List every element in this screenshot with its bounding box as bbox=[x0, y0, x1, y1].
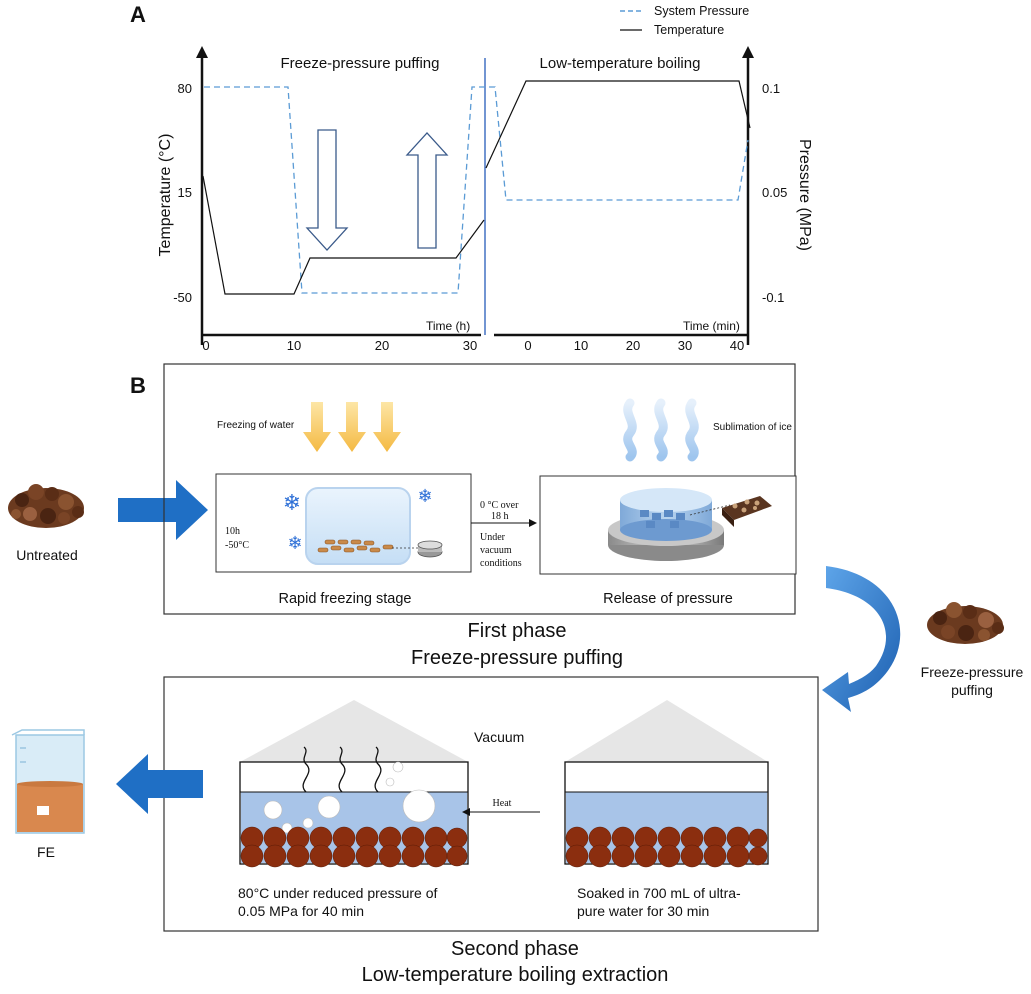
y-right-tick-0-1: 0.1 bbox=[762, 81, 780, 96]
right-caption-line2: pure water for 30 min bbox=[577, 903, 709, 919]
vacuum-hood-right bbox=[565, 700, 768, 762]
freezer-chamber bbox=[305, 487, 411, 565]
fe-label: FE bbox=[37, 844, 55, 860]
snowflake-icon: ❄ bbox=[283, 491, 301, 516]
transfer-conditions-label: conditions bbox=[480, 558, 522, 569]
vacuum-label: Vacuum bbox=[474, 729, 524, 745]
puffed-slab-icon bbox=[722, 496, 772, 527]
snowflake-icon: ❄ bbox=[287, 533, 302, 554]
y-left-title: Temperature (°C) bbox=[157, 134, 174, 257]
x-left-tick-20: 20 bbox=[375, 338, 389, 353]
sublimation-waves-icon bbox=[623, 398, 699, 462]
temperature-curve-left bbox=[202, 175, 485, 295]
freeze-time-label: 10h bbox=[225, 526, 240, 537]
left-y-axis-arrowhead bbox=[196, 46, 208, 58]
sublimation-of-ice-label: Sublimation of ice bbox=[713, 422, 792, 433]
transfer-vacuum-label: vacuum bbox=[480, 545, 512, 556]
grains-right-icon bbox=[565, 826, 768, 868]
right-y-axis-arrowhead bbox=[742, 46, 754, 58]
panel-a: A System Pressure Temperature Freeze-pre… bbox=[130, 2, 813, 353]
grains-left-icon bbox=[240, 826, 468, 868]
y-right-title: Pressure (MPa) bbox=[796, 139, 813, 251]
second-phase-title: Second phase bbox=[451, 938, 579, 960]
transfer-time-label: 18 h bbox=[491, 511, 509, 522]
x-left-tick-10: 10 bbox=[287, 338, 301, 353]
rapid-freezing-caption: Rapid freezing stage bbox=[279, 591, 412, 607]
y-left-tick-neg50: -50 bbox=[173, 290, 192, 305]
x-left-title: Time (h) bbox=[426, 319, 470, 333]
left-caption-line1: 80°C under reduced pressure of bbox=[238, 885, 437, 901]
output-arrow-icon bbox=[116, 754, 203, 814]
beaker-icon bbox=[11, 729, 85, 834]
left-caption-line2: 0.05 MPa for 40 min bbox=[238, 903, 364, 919]
phase-left-title: Freeze-pressure puffing bbox=[281, 55, 440, 72]
beans-on-tray-icon bbox=[317, 539, 394, 553]
dish-icon bbox=[417, 540, 443, 558]
input-arrow-icon bbox=[118, 480, 208, 540]
panel-b: B Untreated Freezing of water Subl bbox=[8, 363, 1024, 986]
x-right-tick-0: 0 bbox=[524, 338, 531, 353]
bubbles-icon bbox=[263, 761, 436, 834]
second-phase-subtitle: Low-temperature boiling extraction bbox=[362, 964, 669, 986]
pressure-up-arrow-icon bbox=[405, 132, 449, 249]
first-phase-subtitle: Freeze-pressure puffing bbox=[411, 647, 623, 669]
transfer-temp-label: 0 °C over bbox=[480, 500, 519, 511]
x-left-tick-0: 0 bbox=[202, 338, 209, 353]
snowflake-icon: ❄ bbox=[417, 486, 432, 507]
puffed-label-line1: Freeze-pressure bbox=[921, 664, 1024, 680]
untreated-material-icon bbox=[8, 484, 84, 528]
x-right-tick-20: 20 bbox=[626, 338, 640, 353]
freezing-arrows-icon bbox=[303, 402, 401, 452]
curved-transfer-arrow-icon bbox=[822, 566, 901, 712]
vacuum-hood-left bbox=[240, 700, 468, 762]
phase-right-title: Low-temperature boiling bbox=[540, 55, 701, 72]
freeze-temp-label: -50°C bbox=[225, 540, 249, 551]
panel-b-label: B bbox=[130, 373, 146, 398]
release-zoom-line bbox=[689, 504, 731, 516]
y-right-tick-neg0-1: -0.1 bbox=[762, 290, 784, 305]
x-right-tick-10: 10 bbox=[574, 338, 588, 353]
x-left-tick-30: 30 bbox=[463, 338, 477, 353]
legend-pressure-label: System Pressure bbox=[654, 4, 749, 18]
legend: System Pressure Temperature bbox=[620, 4, 749, 37]
release-pressure-caption: Release of pressure bbox=[603, 591, 733, 607]
freezing-of-water-label: Freezing of water bbox=[217, 420, 295, 431]
x-right-tick-30: 30 bbox=[678, 338, 692, 353]
steam-icon bbox=[302, 746, 382, 793]
heat-label: Heat bbox=[493, 798, 512, 809]
panel-a-label: A bbox=[130, 2, 146, 27]
y-left-tick-15: 15 bbox=[178, 185, 192, 200]
puffed-material-icon bbox=[927, 602, 1004, 644]
untreated-label: Untreated bbox=[16, 547, 77, 563]
temperature-curve-right bbox=[485, 80, 751, 169]
first-phase-title: First phase bbox=[468, 620, 567, 642]
x-right-tick-40: 40 bbox=[730, 338, 744, 353]
transfer-under-label: Under bbox=[480, 532, 506, 543]
pressure-curve bbox=[204, 86, 749, 294]
legend-temperature-label: Temperature bbox=[654, 23, 724, 37]
second-phase-box bbox=[163, 676, 819, 932]
sublimation-cylinder-icon bbox=[608, 488, 724, 561]
y-left-tick-80: 80 bbox=[178, 81, 192, 96]
right-caption-line1: Soaked in 700 mL of ultra- bbox=[577, 885, 741, 901]
x-right-title: Time (min) bbox=[683, 319, 740, 333]
y-right-tick-0-05: 0.05 bbox=[762, 185, 787, 200]
puffed-label-line2: puffing bbox=[951, 682, 993, 698]
pressure-down-arrow-icon bbox=[305, 129, 349, 251]
